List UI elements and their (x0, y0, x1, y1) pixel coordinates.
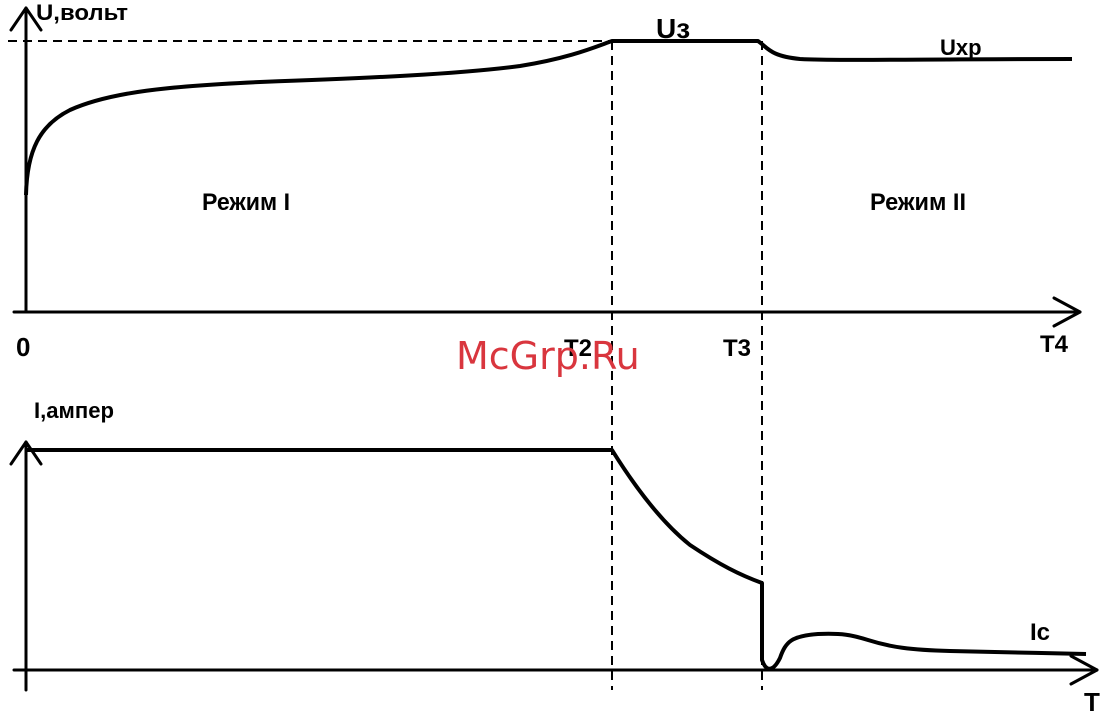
current-axes (11, 442, 1097, 690)
i-c-label: Ic (1030, 619, 1050, 646)
voltage-curve (26, 41, 1072, 195)
current-axis-label: I,ампер (34, 398, 114, 423)
mode-1-label: Режим I (202, 189, 290, 216)
reference-lines (8, 41, 762, 690)
u-charge-label: Uз (656, 13, 690, 44)
watermark-text: McGrp.Ru (456, 334, 640, 378)
voltage-axes (11, 8, 1080, 326)
time-axis-label: T (1084, 687, 1100, 711)
origin-label: 0 (16, 332, 30, 362)
u-storage-label: Uхр (940, 35, 982, 60)
t3-label: T3 (723, 335, 751, 362)
mode-2-label: Режим II (870, 189, 966, 216)
t4-label: T4 (1040, 331, 1069, 358)
voltage-axis-label: U,вольт (36, 0, 128, 25)
current-curve (26, 450, 1086, 669)
